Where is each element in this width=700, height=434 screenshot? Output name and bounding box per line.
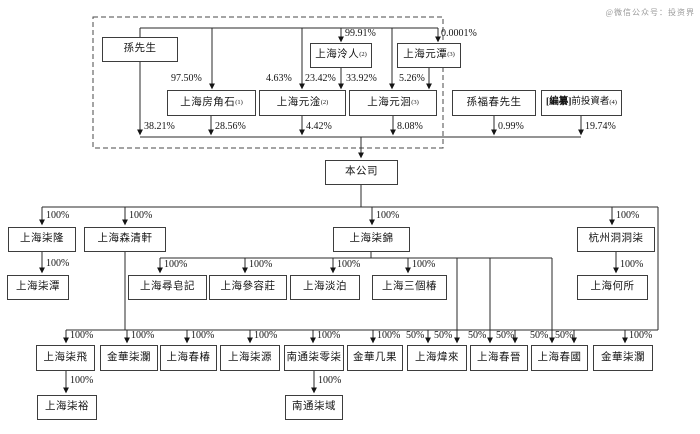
pct-preinvestors-company: 19.74% bbox=[585, 121, 616, 132]
node-shanghai-fangjiaoshi: 上海房角石(1) bbox=[167, 90, 256, 116]
node-shanghai-senqingxuan: 上海森清軒 bbox=[84, 227, 166, 252]
pct-qifei-qiyu: 100% bbox=[70, 375, 94, 386]
node-jinhua-jiguo: 金華几果 bbox=[347, 345, 403, 371]
node-nantong-qiyu: 南通柒域 bbox=[285, 395, 343, 420]
pct-yuanhui-company: 8.08% bbox=[397, 121, 423, 132]
pct-sun-fangjiaoshi: 97.50% bbox=[171, 73, 202, 84]
node-shanghai-xunzaoji: 上海尋皂記 bbox=[128, 275, 207, 300]
pct-company-qilong: 100% bbox=[46, 210, 70, 221]
pct-chunguo-right: 50% bbox=[555, 330, 574, 341]
node-shanghai-yuangan: 上海元淦(2) bbox=[259, 90, 346, 116]
pct-qijin-danbo: 100% bbox=[337, 259, 361, 270]
pct-company-dongdongqi: 100% bbox=[616, 210, 640, 221]
node-shanghai-chunchun: 上海春椿 bbox=[160, 345, 217, 371]
pct-qilong-qitan: 100% bbox=[46, 258, 70, 269]
pct-jinhuaqilan1: 100% bbox=[131, 330, 155, 341]
pct-chunjin-right: 50% bbox=[496, 330, 515, 341]
node-shanghai-qifei: 上海柒飛 bbox=[36, 345, 95, 371]
node-shanghai-yuantan: 上海元潭(3) bbox=[397, 43, 461, 68]
node-jinhua-qilan-2: 金華柒瀾 bbox=[593, 345, 653, 371]
node-shanghai-danbo: 上海淡泊 bbox=[290, 275, 360, 300]
pct-company-senqingxuan: 100% bbox=[129, 210, 153, 221]
node-shanghai-lingren: 上海泠人(2) bbox=[310, 43, 372, 68]
node-mr-sun: 孫先生 bbox=[102, 37, 178, 62]
pct-nantongqlq-nantongqiyu: 100% bbox=[318, 375, 342, 386]
pct-sun-yuantan: 0.0001% bbox=[441, 28, 477, 39]
node-shanghai-qijin: 上海柒錦 bbox=[333, 227, 410, 252]
node-jinhua-qilan-1: 金華柒瀾 bbox=[100, 345, 158, 371]
pct-company-qijin: 100% bbox=[376, 210, 400, 221]
pct-qifei: 100% bbox=[70, 330, 94, 341]
node-shanghai-yuanhui: 上海元洄(3) bbox=[349, 90, 437, 116]
node-shanghai-qilong: 上海柒隆 bbox=[8, 227, 76, 252]
node-shanghai-chunjin: 上海春晉 bbox=[470, 345, 528, 371]
node-shanghai-chunguo: 上海春國 bbox=[531, 345, 588, 371]
pct-nantongqilingqi: 100% bbox=[317, 330, 341, 341]
node-shanghai-weilai: 上海煒來 bbox=[407, 345, 467, 371]
pct-yuantan-yuanhui: 5.26% bbox=[399, 73, 425, 84]
pct-lingren-yuangan: 23.42% bbox=[305, 73, 336, 84]
pct-qijin-xunzaoji: 100% bbox=[164, 259, 188, 270]
pct-sun-company: 38.21% bbox=[144, 121, 175, 132]
pct-sun-yuanhui: 33.92% bbox=[346, 73, 377, 84]
node-shanghai-sangechun: 上海三個椿 bbox=[372, 275, 447, 300]
node-shanghai-qiyu: 上海柒裕 bbox=[37, 395, 97, 420]
pct-yuangan-company: 4.42% bbox=[306, 121, 332, 132]
pct-qijin-shenrongzhuang: 100% bbox=[249, 259, 273, 270]
pct-chunjin-left: 50% bbox=[468, 330, 487, 341]
node-pre-investors: [編纂]前投資者(4) bbox=[541, 90, 622, 116]
pct-qiyuan: 100% bbox=[254, 330, 278, 341]
node-hangzhou-dongdongqi: 杭州洞洞柒 bbox=[577, 227, 655, 252]
pct-sunfuchun-company: 0.99% bbox=[498, 121, 524, 132]
pct-fangjiaoshi-company: 28.56% bbox=[215, 121, 246, 132]
pct-sun-yuangan: 4.63% bbox=[266, 73, 292, 84]
pct-sun-lingren: 99.91% bbox=[345, 28, 376, 39]
pct-weilai-left: 50% bbox=[406, 330, 425, 341]
node-shanghai-hesuo: 上海何所 bbox=[577, 275, 648, 300]
wechat-watermark: @微信公众号：投资界 bbox=[605, 8, 695, 17]
pct-jinhuaqilan2: 100% bbox=[629, 330, 653, 341]
node-the-company: 本公司 bbox=[325, 160, 398, 185]
node-mr-sunfuchun: 孫福春先生 bbox=[452, 90, 536, 116]
acting-in-concert-dashed-box bbox=[92, 16, 444, 149]
pct-chunguo-left: 50% bbox=[530, 330, 549, 341]
pct-weilai-right: 50% bbox=[434, 330, 453, 341]
pct-chunchun: 100% bbox=[191, 330, 215, 341]
node-shanghai-shenrongzhuang: 上海參容莊 bbox=[209, 275, 287, 300]
node-nantong-qilingqi: 南通柒零柒 bbox=[284, 345, 344, 371]
pct-dongdongqi-hesuo: 100% bbox=[620, 259, 644, 270]
pct-jinhuajiguo: 100% bbox=[377, 330, 401, 341]
node-shanghai-qiyuan: 上海柒源 bbox=[220, 345, 280, 371]
pct-qijin-sangechun: 100% bbox=[412, 259, 436, 270]
node-shanghai-qitan: 上海柒潭 bbox=[7, 275, 69, 300]
